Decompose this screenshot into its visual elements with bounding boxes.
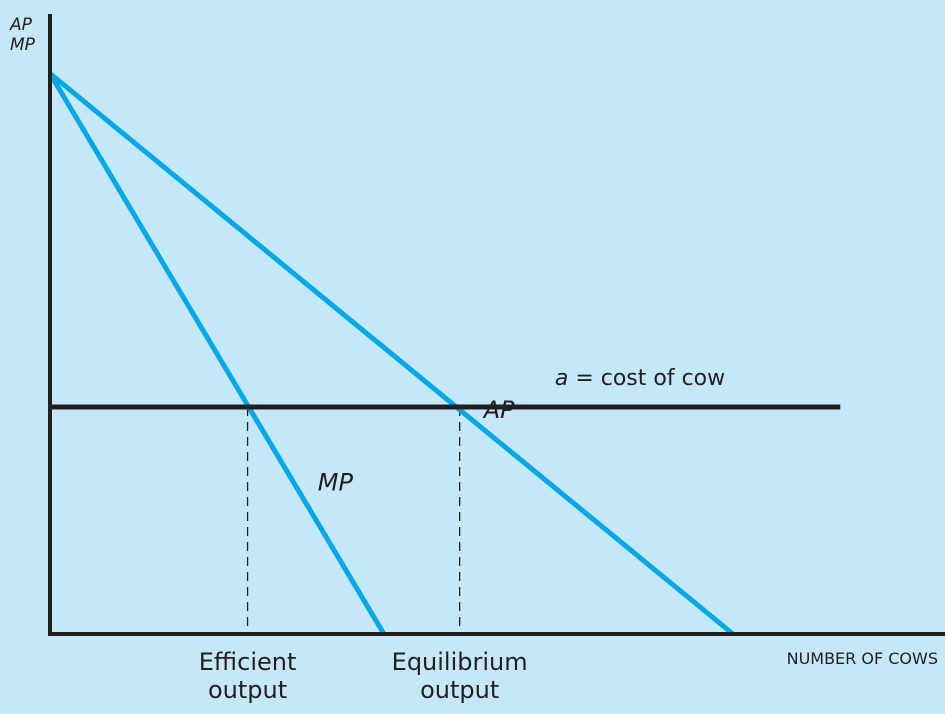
cost-line-label-text: = cost of cow: [568, 366, 725, 391]
series-line-mp: [47, 72, 387, 636]
cost-line-label-variable: a: [555, 366, 568, 391]
series-label-mp: MP: [318, 469, 354, 497]
marker-label-1-line-2: output: [420, 676, 499, 704]
cost-line-label: a = cost of cow: [555, 366, 725, 391]
marker-label-0-line-2: output: [208, 676, 287, 704]
marker-label-0-line-1: Efficient: [199, 648, 297, 676]
y-axis-label-1: AP: [9, 15, 33, 35]
marker-label-1-line-1: Equilibrium: [392, 648, 528, 676]
x-axis-label: NUMBER OF COWS: [787, 649, 938, 668]
series-line-ap: [48, 71, 735, 636]
series-label-ap: AP: [482, 396, 515, 424]
y-axis-label-2: MP: [10, 35, 36, 55]
